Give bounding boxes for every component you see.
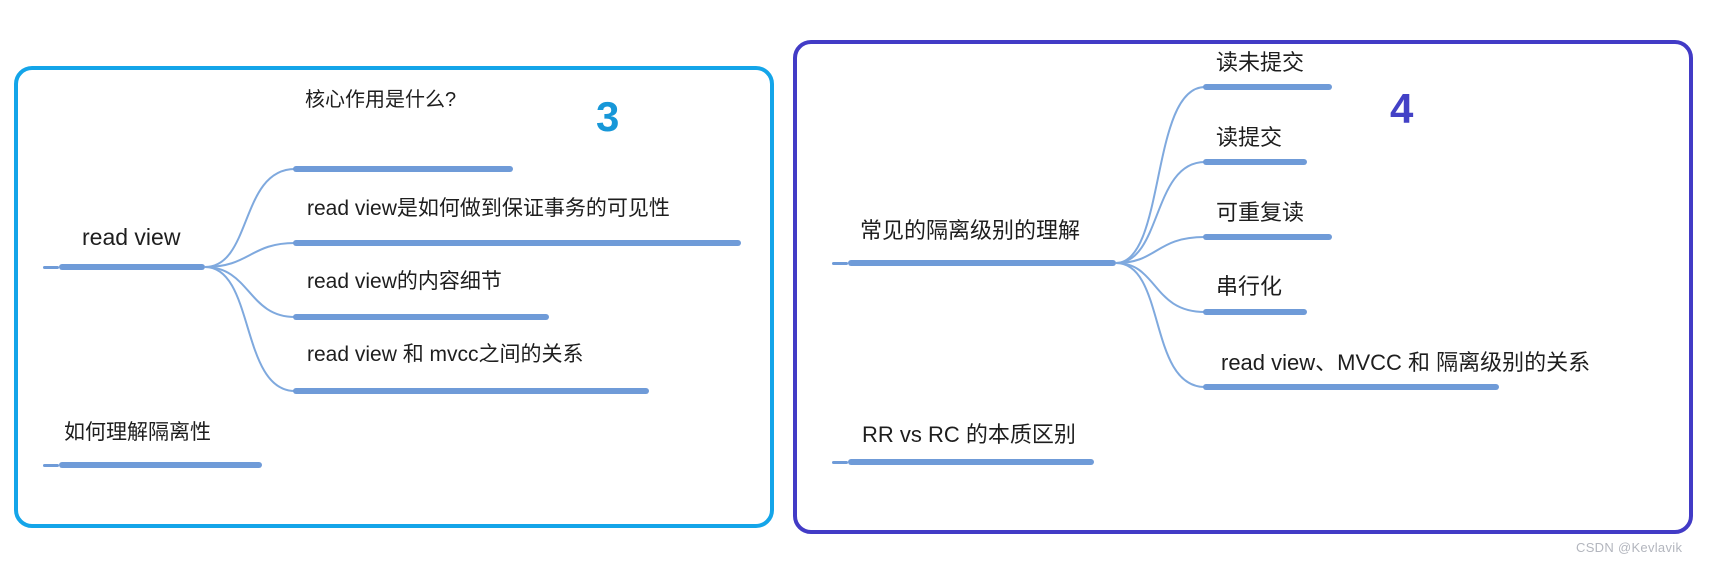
branch-curve xyxy=(204,266,296,318)
floating-number-4[interactable]: 4 xyxy=(1390,85,1414,132)
node-label-rr-vs-rc[interactable]: RR vs RC 的本质区别 xyxy=(862,422,1076,447)
node-label-core-purpose[interactable]: 核心作用是什么? xyxy=(305,89,457,111)
branch-curve xyxy=(1115,262,1206,313)
root-node-bar-isolation-levels[interactable] xyxy=(848,260,1116,266)
node-bar-serializable[interactable] xyxy=(1203,309,1307,315)
csdn-watermark: CSDN @Kevlavik xyxy=(1576,540,1683,555)
root-node-label-read-view[interactable]: read view xyxy=(82,224,181,250)
boundary-box-4[interactable] xyxy=(793,40,1693,534)
node-bar-core-purpose[interactable] xyxy=(293,166,513,172)
node-label-read-committed[interactable]: 读提交 xyxy=(1216,125,1283,150)
node-label-repeatable-read[interactable]: 可重复读 xyxy=(1216,200,1305,225)
node-bar-visibility[interactable] xyxy=(293,240,741,246)
branch-curve xyxy=(1115,161,1206,264)
root-node-label-isolation-levels[interactable]: 常见的隔离级别的理解 xyxy=(860,218,1081,243)
node-label-understand-isolation[interactable]: 如何理解隔离性 xyxy=(64,421,211,444)
branch-curve xyxy=(204,242,296,268)
root-node-tail-line xyxy=(43,266,59,269)
branch-curve xyxy=(204,266,296,392)
root-node-bar-read-view[interactable] xyxy=(59,264,205,270)
node-tail-line xyxy=(43,464,59,467)
root-node-tail-line xyxy=(832,262,848,265)
branch-curve xyxy=(1115,262,1206,388)
node-bar-rv-mvcc-isolation[interactable] xyxy=(1203,384,1499,390)
node-label-visibility[interactable]: read view是如何做到保证事务的可见性 xyxy=(307,197,670,220)
node-label-rv-mvcc-isolation[interactable]: read view、MVCC 和 隔离级别的关系 xyxy=(1221,350,1591,375)
node-bar-read-uncommitted[interactable] xyxy=(1203,84,1332,90)
branch-curve xyxy=(204,168,296,268)
node-bar-repeatable-read[interactable] xyxy=(1203,234,1332,240)
node-label-serializable[interactable]: 串行化 xyxy=(1216,274,1283,299)
node-label-mvcc-relation[interactable]: read view 和 mvcc之间的关系 xyxy=(307,343,584,366)
node-bar-mvcc-relation[interactable] xyxy=(293,388,649,394)
boundary-box-3[interactable] xyxy=(14,66,774,528)
node-bar-content-detail[interactable] xyxy=(293,314,549,320)
branch-curve xyxy=(1115,86,1206,264)
node-tail-line xyxy=(832,461,848,464)
node-label-content-detail[interactable]: read view的内容细节 xyxy=(307,270,502,293)
node-bar-read-committed[interactable] xyxy=(1203,159,1307,165)
branch-curve xyxy=(1115,236,1206,264)
node-bar-rr-vs-rc[interactable] xyxy=(848,459,1094,465)
node-label-read-uncommitted[interactable]: 读未提交 xyxy=(1216,50,1305,75)
floating-number-3[interactable]: 3 xyxy=(596,93,620,140)
node-bar-understand-isolation[interactable] xyxy=(59,462,262,468)
